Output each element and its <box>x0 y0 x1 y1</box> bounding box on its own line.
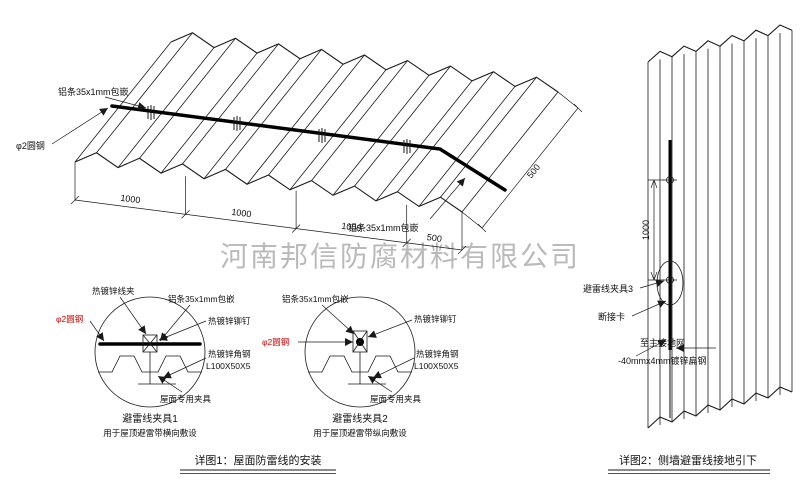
lightning-wire <box>110 104 507 192</box>
wall-dim-1000: 1000 <box>641 220 651 240</box>
dim-1000-b: 1000 <box>231 207 252 219</box>
detail2-labels: 铝条35x1mm包嵌 热镀锌铆钉 φ2圆钢 热镀锌角钢 L100X50X5 屋面… <box>262 294 459 404</box>
wall-label-to-ground: 至主接地网 <box>640 337 685 348</box>
roof-labels: 铝条35x1mm包嵌 φ2圆钢 铝条35x1mm包嵌 <box>16 86 466 233</box>
dim-500-chain: 500 <box>426 232 442 244</box>
roof-front-edge-zigzag <box>74 152 463 213</box>
caption-detail1: 详图1：屋面防雷线的安装 <box>194 453 321 467</box>
wall-labels: 避雷线夹具3 断接卡 至主接地网 -40mmx4mm镀锌扁钢 <box>583 279 716 366</box>
wall-dimension: 1000 <box>641 179 664 281</box>
detail2-label-angle-steel: 热镀锌角钢 <box>416 349 459 359</box>
wall-label-disconnect: 断接卡 <box>598 311 625 322</box>
wall-label-clamp3: 避雷线夹具3 <box>583 283 633 294</box>
detail2-clamp <box>348 330 386 385</box>
detail2-title: 避雷线夹具2 <box>332 412 388 425</box>
detail1-title: 避雷线夹具1 <box>122 412 178 425</box>
label-round-steel: φ2圆钢 <box>16 140 45 151</box>
detail1-label-angle-spec: L100X50X5 <box>206 361 251 371</box>
wall-bottom-edge-zigzag <box>647 386 793 429</box>
roof-back-edge-zigzag <box>170 32 559 93</box>
detail2-label-angle-spec: L100X50X5 <box>414 361 459 371</box>
dim-1000-a: 1000 <box>120 193 141 205</box>
wall-ribs <box>647 30 793 428</box>
detail2-label-round-steel: φ2圆钢 <box>262 337 289 347</box>
detail2-label-strip: 铝条35x1mm包嵌 <box>282 294 349 304</box>
detail1-subtitle: 用于屋顶避雷带横向敷设 <box>103 428 197 438</box>
wall-top-edge-zigzag <box>647 24 793 63</box>
detail1-label-round-steel: φ2圆钢 <box>56 314 83 324</box>
detail1-label-roof-fixture: 屋面专用夹具 <box>160 394 212 404</box>
side-wall-view: 1000 避雷线夹具3 断接卡 至主接地网 -40mmx4mm镀锌扁钢 <box>583 24 793 429</box>
detail1-label-angle-steel: 热镀锌角钢 <box>208 349 251 359</box>
detail2-label-rivet: 热镀锌铆钉 <box>414 314 457 324</box>
roof-isometric-view: 1000 1000 1000 500 500 铝条35x1mm包嵌 φ2圆钢 铝… <box>16 32 583 255</box>
dim-1000-c: 1000 <box>341 221 362 233</box>
detail1-label-rivet: 热镀锌铆钉 <box>208 316 251 326</box>
detail2-subtitle: 用于屋顶避雷带纵向敷设 <box>313 428 407 438</box>
caption-detail2: 详图2：侧墙避雷线接地引下 <box>619 453 757 467</box>
label-strip-top: 铝条35x1mm包嵌 <box>58 86 129 97</box>
roof-ridge-lines <box>74 32 559 213</box>
wire-clamps <box>147 105 411 154</box>
dimension-chain: 1000 1000 1000 500 <box>70 162 467 255</box>
detail-circle-2: 铝条35x1mm包嵌 热镀锌铆钉 φ2圆钢 热镀锌角钢 L100X50X5 屋面… <box>262 294 459 438</box>
detail1-label-strip: 铝条35x1mm包嵌 <box>168 294 235 304</box>
detail1-labels: 热镀锌线夹 铝条35x1mm包嵌 热镀锌铆钉 φ2圆钢 热镀锌角钢 L100X5… <box>56 286 251 404</box>
company-watermark: 河南邦信防腐材料有限公司 <box>220 241 580 272</box>
label-strip-bottom: 铝条35x1mm包嵌 <box>348 222 419 233</box>
captions: 详图1：屋面防雷线的安装 详图2：侧墙避雷线接地引下 <box>180 453 770 474</box>
detail1-label-clamp: 热镀锌线夹 <box>92 286 135 296</box>
dimension-right-edge: 500 <box>461 91 583 233</box>
detail2-label-roof-fixture: 屋面专用夹具 <box>370 394 422 404</box>
detail1-circle-outline <box>94 296 206 408</box>
detail2-circle-outline <box>304 296 416 408</box>
dim-500-edge: 500 <box>525 162 542 180</box>
wall-label-flat-steel: -40mmx4mm镀锌扁钢 <box>618 355 707 366</box>
detail-circle-1: 热镀锌线夹 铝条35x1mm包嵌 热镀锌铆钉 φ2圆钢 热镀锌角钢 L100X5… <box>56 286 251 438</box>
